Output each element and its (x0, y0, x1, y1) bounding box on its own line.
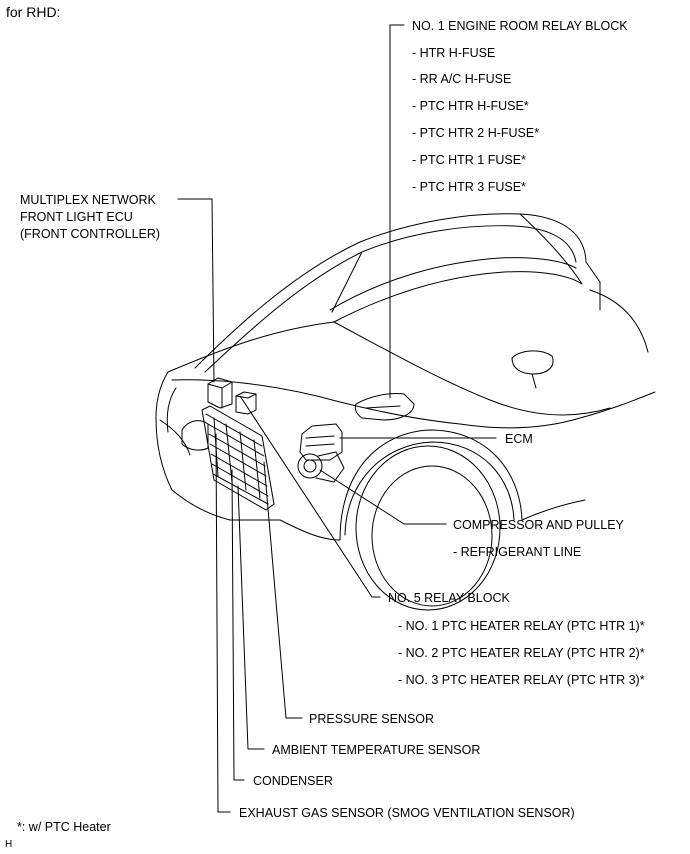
variant-label: for RHD: (6, 4, 61, 20)
relay-block-5-item: - NO. 1 PTC HEATER RELAY (PTC HTR 1)* (398, 619, 645, 633)
leader-lines (177, 24, 497, 813)
front-light-ecu-shape (207, 377, 233, 409)
condenser-label: CONDENSER (253, 774, 333, 788)
front-ecu-label-line: MULTIPLEX NETWORK (20, 193, 156, 207)
ecm-shape (299, 423, 343, 461)
relay-block-1-item: - HTR H-FUSE (412, 46, 496, 60)
compressor-title: COMPRESSOR AND PULLEY (453, 518, 624, 532)
relay-block-1-item: - PTC HTR H-FUSE* (412, 99, 529, 113)
compressor-item: - REFRIGERANT LINE (453, 545, 582, 559)
relay-block-1-item: - PTC HTR 3 FUSE* (412, 180, 526, 194)
ambient-sensor-label: AMBIENT TEMPERATURE SENSOR (272, 743, 481, 757)
front-ecu-label-line: FRONT LIGHT ECU (20, 210, 133, 224)
pressure-sensor-label: PRESSURE SENSOR (309, 712, 435, 726)
footnote: *: w/ PTC Heater (17, 820, 111, 834)
relay-block-1-item: - PTC HTR 2 H-FUSE* (412, 126, 540, 140)
ecm-label: ECM (505, 432, 533, 446)
corner-code: H (5, 839, 13, 850)
front-ecu-label-line: (FRONT CONTROLLER) (20, 227, 161, 241)
compressor-shape (297, 451, 345, 483)
exhaust-sensor-label: EXHAUST GAS SENSOR (SMOG VENTILATION SEN… (239, 806, 575, 820)
relay-block-5-shape (235, 391, 257, 415)
relay-block-5-title: NO. 5 RELAY BLOCK (388, 591, 510, 605)
relay-block-1-item: - RR A/C H-FUSE (412, 72, 512, 86)
relay-block-1-item: - PTC HTR 1 FUSE* (412, 153, 526, 167)
condenser-shape (201, 405, 275, 511)
relay-block-1-shape (354, 393, 415, 421)
relay-block-5-item: - NO. 2 PTC HEATER RELAY (PTC HTR 2)* (398, 646, 645, 660)
relay-block-1-title: NO. 1 ENGINE ROOM RELAY BLOCK (412, 19, 628, 33)
relay-block-5-item: - NO. 3 PTC HEATER RELAY (PTC HTR 3)* (398, 673, 645, 687)
